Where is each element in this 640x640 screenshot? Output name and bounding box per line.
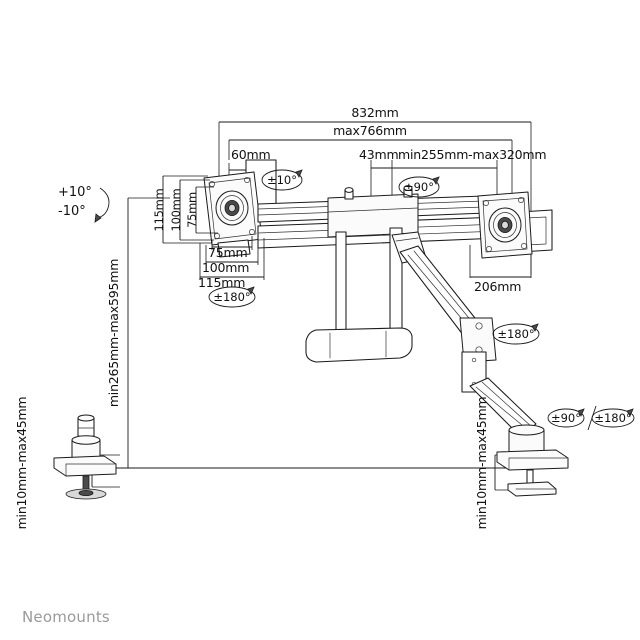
label-vesa-h-100: 100mm — [202, 260, 249, 275]
label-tilt-down: -10° — [58, 204, 86, 219]
rotation-indicator-base — [547, 405, 635, 431]
dimension-group-top — [218, 121, 532, 278]
label-base-rotate-180: ±180° — [594, 411, 631, 425]
label-arm-height-range: min255mm-max320mm — [398, 147, 546, 162]
crossbar-lower-groove-2 — [257, 230, 501, 241]
tilt-arc — [95, 187, 110, 219]
rotation-ellipse-180-left — [208, 286, 256, 308]
rotation-arrow-180-left — [247, 286, 255, 295]
label-left-offset: 60mm — [231, 147, 270, 162]
left-vesa-screw-tl — [209, 181, 215, 187]
right-vesa-screw-br — [521, 243, 527, 249]
vesa-dimension-lines — [162, 175, 265, 280]
right-head-hub-core — [501, 220, 509, 230]
left-clamp-collar-top — [71, 435, 101, 445]
label-max-reach: max766mm — [333, 123, 407, 138]
rotation-arrow-base-90 — [577, 408, 585, 417]
carriage-seam — [327, 207, 419, 213]
left-vesa-screw-tr — [244, 177, 250, 183]
label-bar-rotate: ±90° — [404, 180, 434, 194]
rotation-ellipse-10 — [261, 169, 303, 191]
label-vesa-v-100: 100mm — [169, 188, 183, 231]
right-clamp-top-plate — [496, 449, 569, 471]
right-clamp-collar-top — [508, 424, 545, 436]
right-vesa-screw-bl — [486, 246, 492, 252]
base-label-slash — [587, 405, 597, 431]
rotation-ellipse-180-arm — [492, 323, 540, 345]
left-vesa-screw-br — [249, 229, 255, 235]
right-vesa-screw-tr — [518, 197, 524, 203]
stand-post-left — [335, 231, 347, 331]
label-arm-rotate: ±180° — [497, 327, 534, 341]
right-desk-clamp — [496, 424, 569, 497]
left-clamp-top-plate — [53, 455, 117, 477]
rotation-indicator-arm-180 — [492, 323, 540, 345]
right-head-hub-mid — [493, 212, 517, 238]
arm-lower-segment — [469, 377, 537, 437]
right-monitor-vesa-head — [477, 191, 553, 259]
support-stand — [305, 227, 413, 363]
left-clamp-pole-top — [77, 414, 95, 422]
rotation-arrow-base-180 — [626, 408, 634, 417]
carriage-pin-right-cap — [403, 185, 413, 191]
left-monitor-vesa-head — [203, 159, 277, 258]
arm-mid-pin-top — [471, 357, 477, 363]
rotation-arrow-10 — [295, 169, 303, 178]
right-vesa-screw-tl — [483, 200, 489, 206]
label-monitor-depth: 206mm — [474, 279, 521, 294]
rotation-ellipse-base-90 — [547, 408, 585, 428]
label-base-rotate-90: ±90° — [551, 411, 581, 425]
rotation-indicator-head-10 — [261, 169, 303, 191]
left-head-hub-mid — [220, 195, 244, 221]
label-vesa-h-115: 115mm — [198, 275, 245, 290]
tilt-indicator-left — [94, 187, 110, 223]
rotation-arrow-180-arm — [531, 323, 539, 332]
left-head-hub-core — [228, 203, 236, 213]
label-left-clamp-range: min10mm-max45mm — [14, 397, 29, 530]
label-center-offset: 43mm — [359, 147, 398, 162]
label-vesa-v-75: 75mm — [185, 192, 199, 228]
rotation-indicator-head-180 — [208, 286, 256, 308]
stand-foot — [305, 327, 413, 363]
lower-arm-segment — [461, 351, 537, 437]
crossbar-center-carriage — [327, 193, 419, 238]
carriage-pin-left-cap — [344, 187, 354, 193]
arm-elbow-housing — [459, 317, 497, 363]
rotation-arrow-90 — [432, 176, 440, 185]
rotation-ellipse-90 — [398, 176, 440, 198]
arm-elbow-screw-top — [475, 322, 483, 330]
arm-lower-seam-2 — [481, 381, 533, 428]
label-tilt-up: +10° — [58, 185, 92, 200]
brand-logo: Neomounts — [22, 608, 110, 626]
left-clamp-knob-center — [78, 489, 94, 496]
crossbar-assembly — [257, 185, 513, 249]
rotation-indicator-bar-90 — [398, 176, 440, 198]
gas-spring-arm — [391, 231, 497, 363]
arm-lower-seam-1 — [475, 386, 529, 431]
label-column-height-range: min265mm-max595mm — [106, 259, 121, 407]
label-head-swivel: ±180° — [213, 290, 250, 304]
label-vesa-h-75: 75mm — [208, 245, 247, 260]
tilt-arrow-head — [94, 213, 102, 223]
label-head-rotate: ±10° — [267, 173, 297, 187]
left-head-release-tab — [217, 239, 251, 258]
arm-top-coupler-seam — [395, 237, 419, 242]
right-vesa-plate-inner — [482, 197, 528, 253]
label-right-clamp-range: min10mm-max45mm — [474, 397, 489, 530]
left-vesa-plate-inner — [208, 177, 257, 240]
label-overall-width: 832mm — [351, 105, 398, 120]
label-vesa-v-115: 115mm — [152, 188, 166, 231]
left-desk-clamp — [53, 414, 117, 500]
